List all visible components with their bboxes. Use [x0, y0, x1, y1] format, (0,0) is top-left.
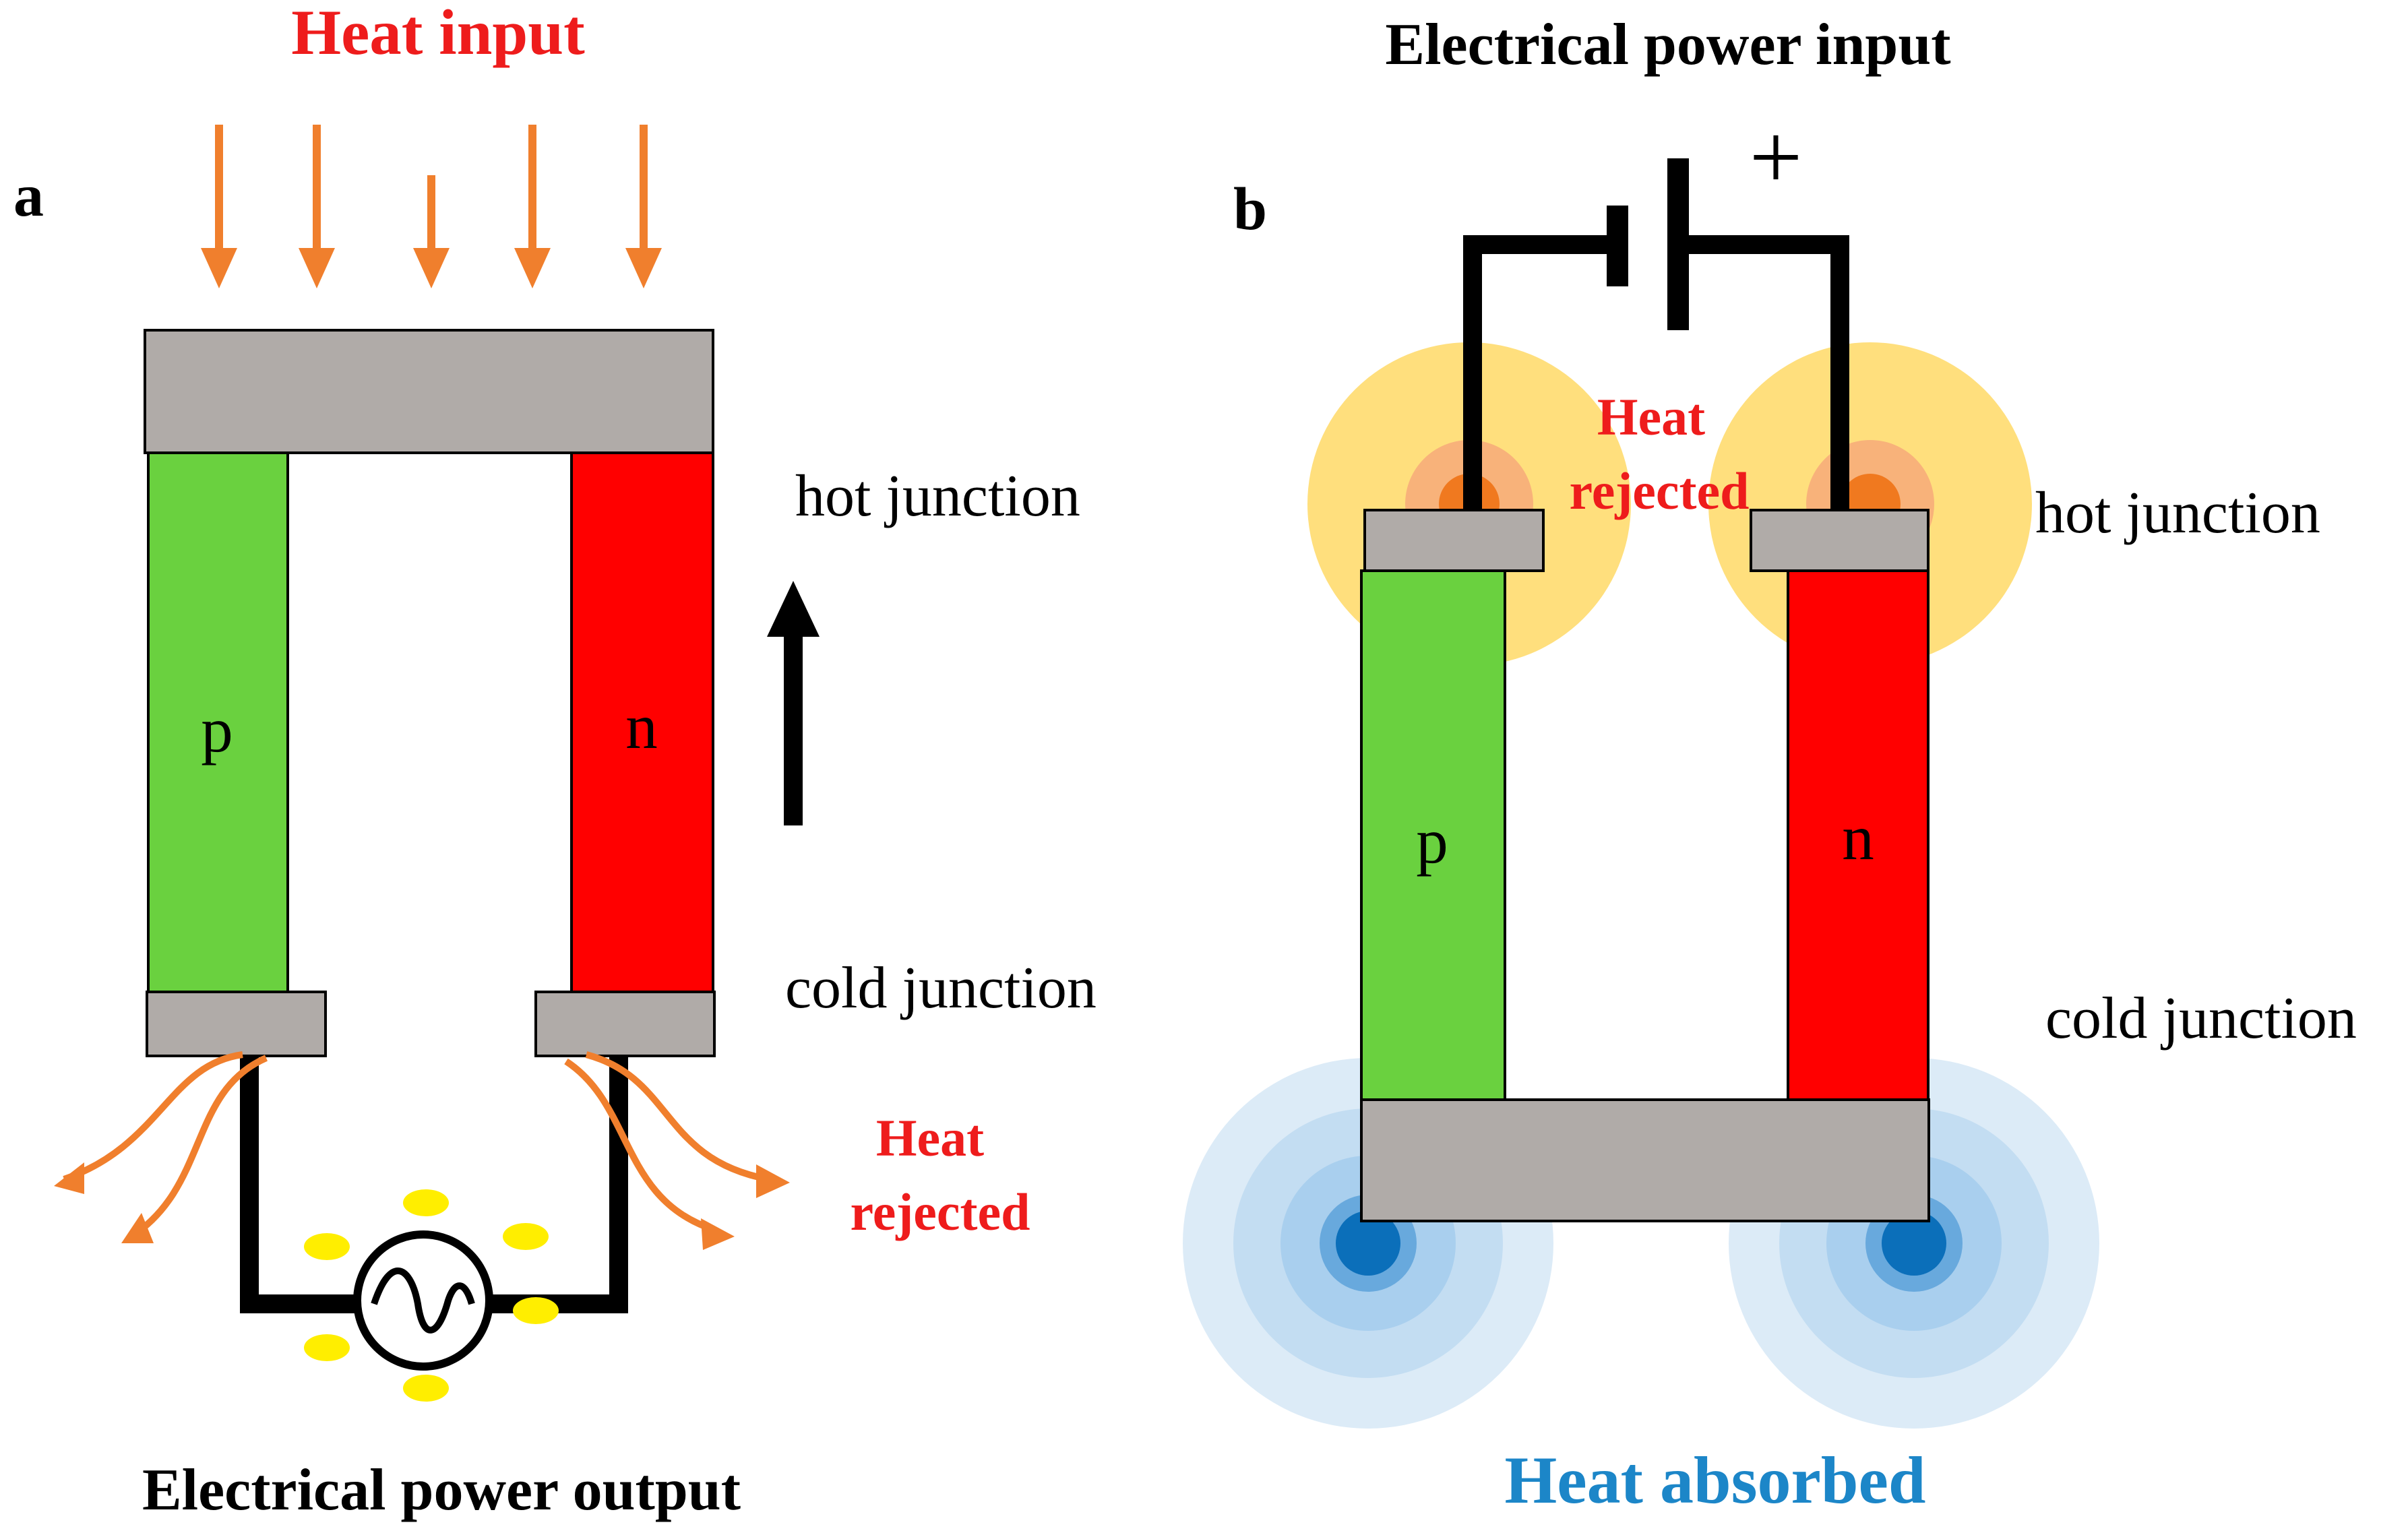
hot-junction-label-a: hot junction [795, 464, 1080, 529]
hot-junction-cap-b-right [1750, 509, 1930, 572]
heat-curve-3 [585, 1051, 769, 1183]
heat-curve-4 [564, 1058, 716, 1233]
heat-rejected-a-line1: Heat [876, 1108, 984, 1167]
up-arrow [767, 581, 820, 825]
panel-b: b Electrical power input [1183, 12, 2357, 1518]
heat-arrowhead-5 [625, 248, 662, 288]
n-label-b: n [1842, 802, 1874, 873]
panel-a: a Heat input p n hot jun [13, 0, 1097, 1523]
heat-rejected-b-line1: Heat [1597, 387, 1705, 446]
heat-curve-2 [129, 1055, 268, 1240]
bulb-ray [403, 1189, 449, 1216]
bulb-ray [304, 1334, 350, 1361]
heat-rejected-b-line2: rejected [1569, 462, 1749, 520]
power-input-title: Electrical power input [1385, 12, 1950, 77]
cold-junction-plate-a-left [146, 991, 327, 1057]
power-output-title: Electrical power output [142, 1458, 741, 1523]
heat-curve-1 [63, 1051, 243, 1183]
hot-junction-label-b: hot junction [2035, 480, 2320, 546]
bulb-ray [403, 1375, 449, 1402]
p-leg-b [1360, 569, 1506, 1101]
ac-wave [371, 1268, 475, 1334]
cold-junction-plate-b [1360, 1098, 1930, 1222]
heat-rejected-a-line2: rejected [850, 1183, 1030, 1241]
bulb-ray [503, 1223, 549, 1250]
bulb-ray [513, 1297, 559, 1324]
panel-b-label: b [1233, 176, 1267, 243]
heat-arrowhead-1 [201, 248, 237, 288]
heat-input-arrows [201, 125, 662, 288]
heat-arrowhead-2 [299, 248, 335, 288]
panel-a-label: a [13, 162, 44, 229]
heat-absorbed-title: Heat absorbed [1505, 1443, 1926, 1518]
p-label-a: p [201, 694, 233, 765]
heat-arrowhead-4 [514, 248, 551, 288]
n-leg-b [1787, 569, 1930, 1101]
circuit-wires-b [1463, 235, 1849, 512]
heat-input-title: Heat input [291, 0, 585, 68]
cold-junction-label-b: cold junction [2045, 986, 2357, 1051]
hot-junction-plate-a [144, 329, 714, 454]
p-leg-a [147, 451, 289, 993]
bulb-ray [304, 1233, 350, 1260]
heat-arrowhead-3 [413, 248, 450, 288]
p-label-b: p [1416, 805, 1448, 877]
hot-junction-cap-b-left [1363, 509, 1545, 572]
cold-junction-plate-a-right [534, 991, 716, 1057]
bulb-icon [304, 1189, 559, 1402]
cold-junction-label-a: cold junction [785, 956, 1097, 1021]
n-label-a: n [625, 691, 658, 762]
heat-rejected-arrows-a [54, 1051, 790, 1250]
battery-icon [1607, 158, 1689, 330]
bulb-circle [353, 1230, 493, 1371]
plus-sign: + [1750, 105, 1803, 210]
